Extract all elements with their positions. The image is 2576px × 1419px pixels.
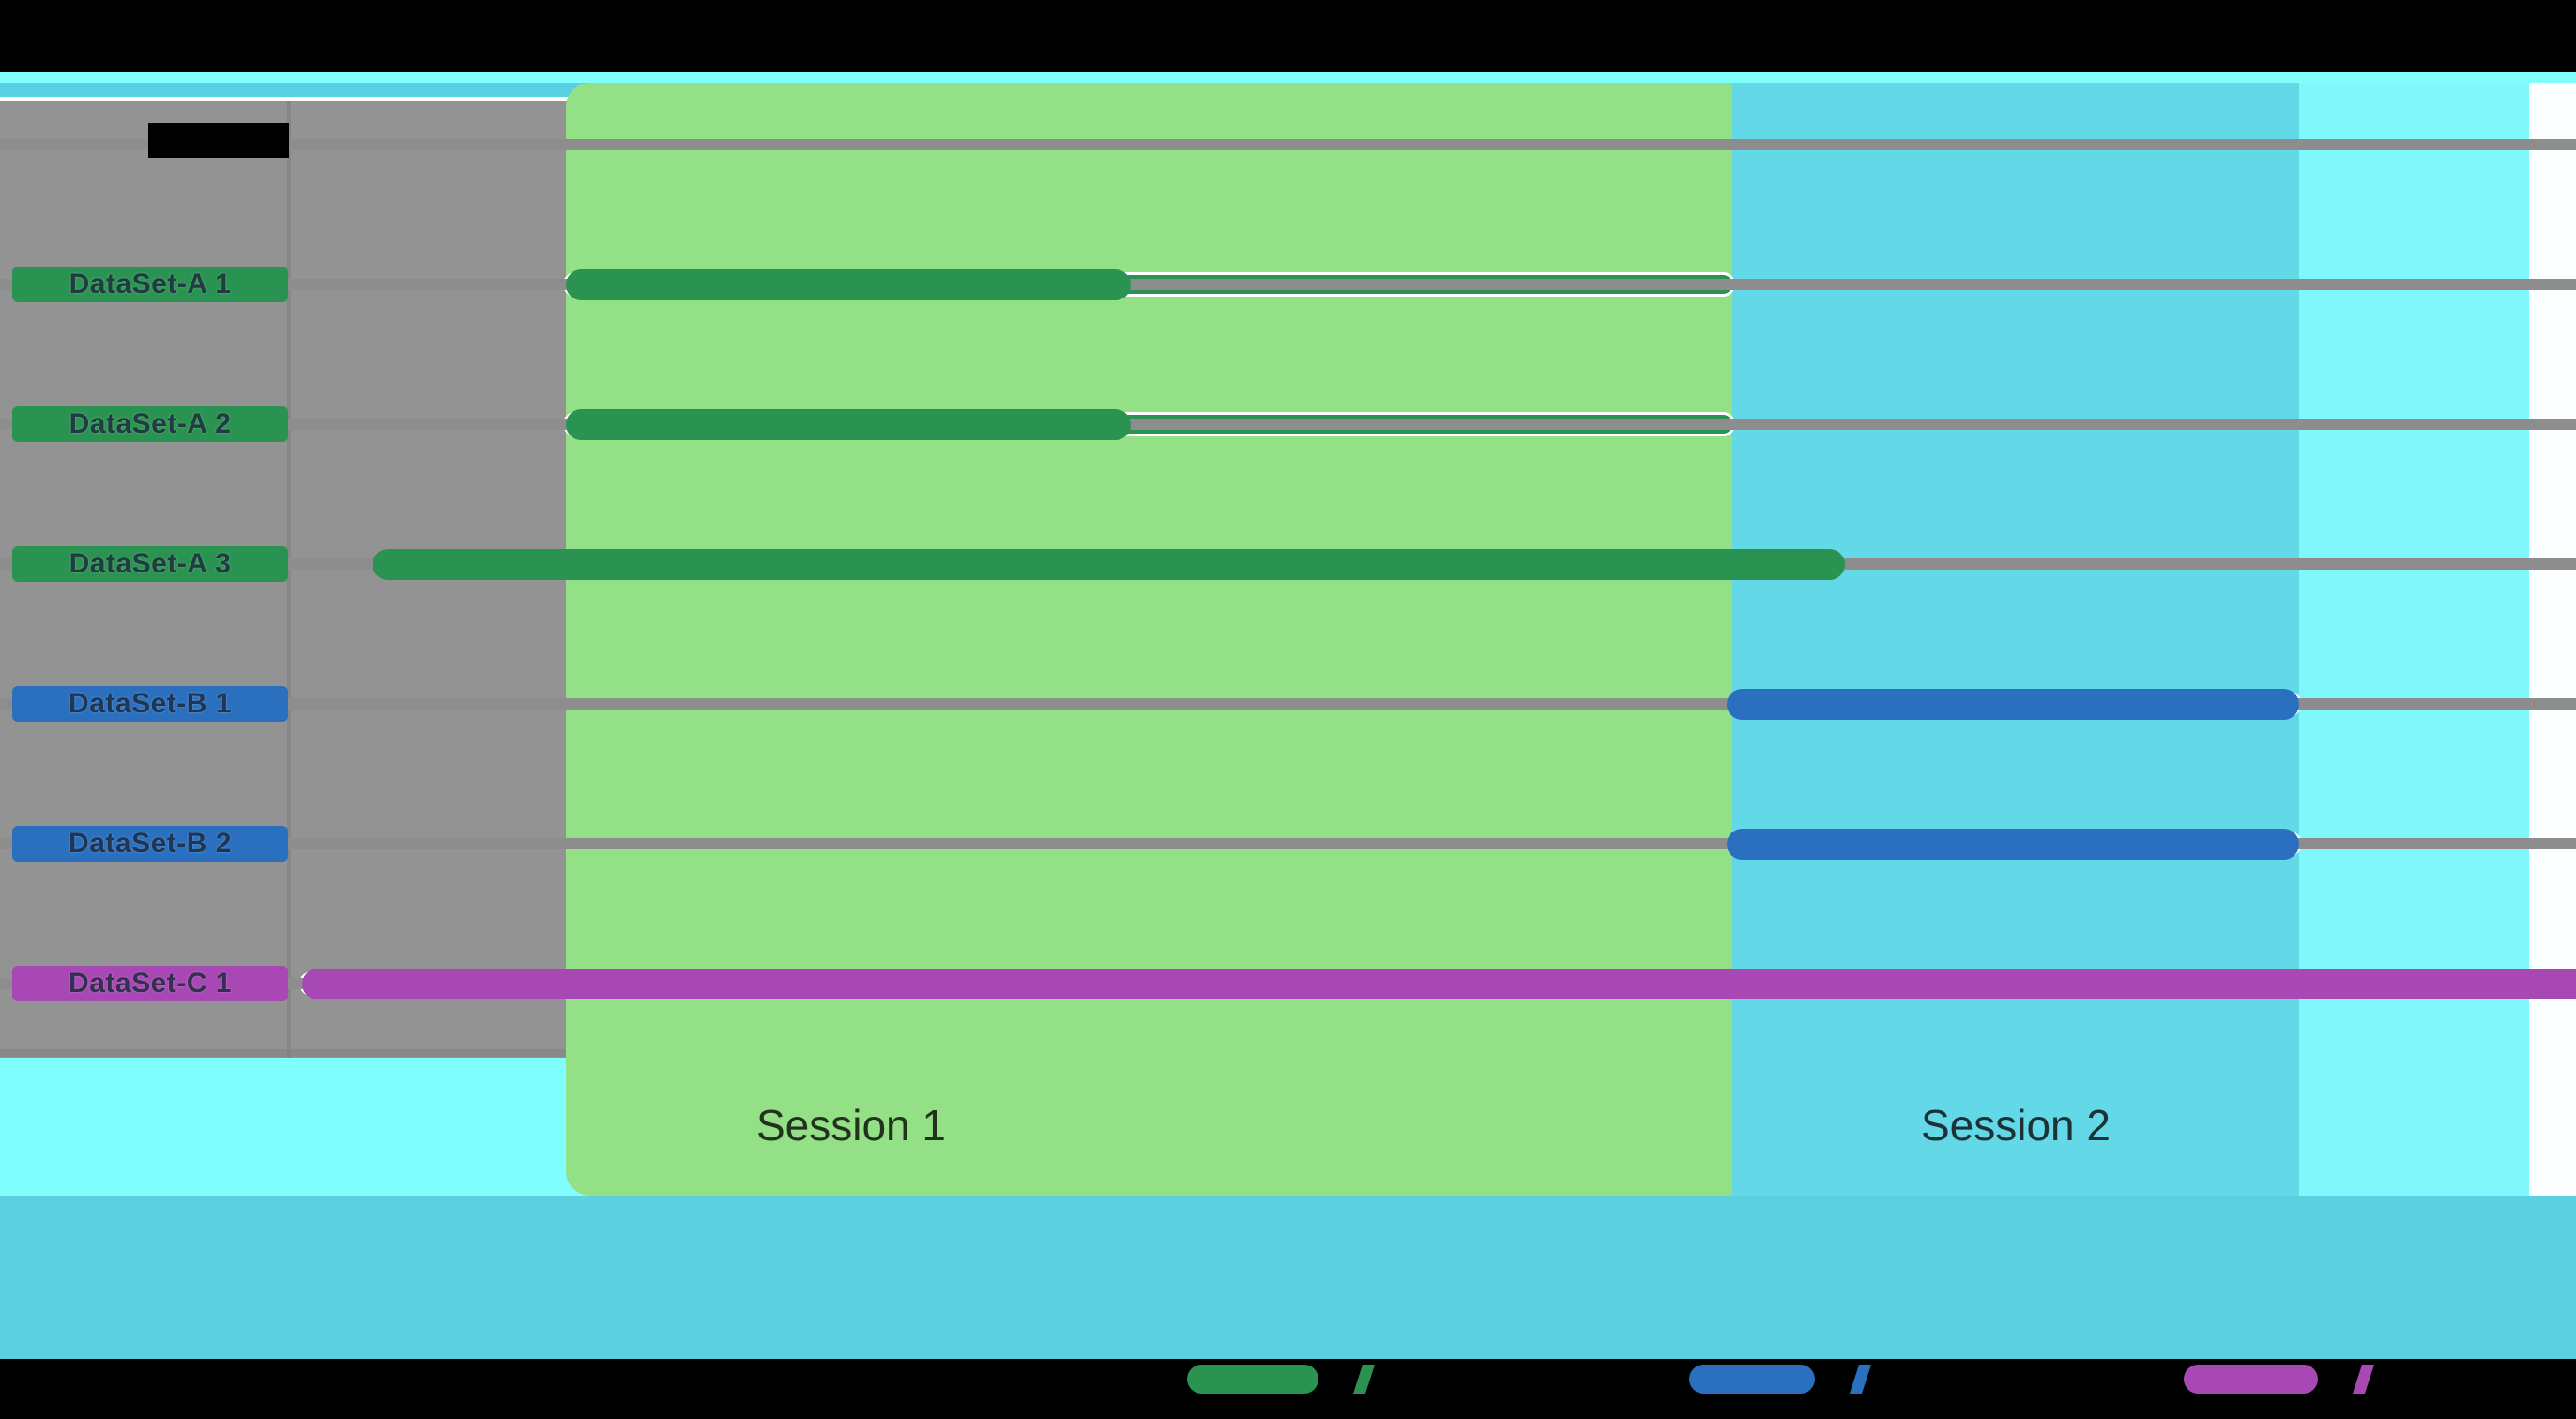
row-badge-label: DataSet-A 2 bbox=[69, 408, 232, 439]
plot-bottom-edge-line bbox=[0, 1049, 566, 1057]
row-badge: DataSet-A 3 bbox=[12, 546, 288, 582]
row-badge: DataSet-C 1 bbox=[12, 966, 288, 1001]
row-badge-label: DataSet-C 1 bbox=[69, 968, 232, 999]
session-1-label: Session 1 bbox=[755, 1101, 947, 1150]
row-badge: DataSet-B 2 bbox=[12, 826, 288, 862]
row-badge-label: DataSet-B 2 bbox=[69, 828, 232, 859]
session-band-4 bbox=[2529, 83, 2576, 1196]
y-axis-line bbox=[287, 101, 291, 1058]
task-bar[interactable] bbox=[1727, 689, 2299, 720]
legend-pill-purple[interactable] bbox=[2184, 1365, 2318, 1394]
row-gridline bbox=[0, 419, 2576, 430]
y-axis-title: Task bbox=[183, 122, 254, 158]
session-band-1 bbox=[566, 83, 1732, 1196]
row-badge-label: DataSet-A 1 bbox=[69, 268, 232, 299]
y-axis-title-box: Task bbox=[148, 122, 289, 158]
row-badge-label: DataSet-B 1 bbox=[69, 688, 232, 719]
session-band-2 bbox=[1732, 83, 2299, 1196]
task-bar[interactable] bbox=[373, 549, 1845, 580]
session-2-label: Session 2 bbox=[1920, 1101, 2111, 1150]
paper-light-strip-top bbox=[0, 72, 2576, 83]
row-gridline bbox=[0, 279, 2576, 290]
row-badge-label: DataSet-A 3 bbox=[69, 548, 232, 579]
top-black-bar bbox=[0, 0, 2576, 72]
task-bar[interactable] bbox=[566, 269, 1131, 300]
task-bar[interactable] bbox=[1727, 829, 2299, 860]
paper-medium-strip-bottom bbox=[0, 1196, 2576, 1359]
row-gridline bbox=[0, 139, 2576, 150]
row-badge: DataSet-A 2 bbox=[12, 406, 288, 442]
row-badge: DataSet-B 1 bbox=[12, 686, 288, 722]
session-band-3 bbox=[2299, 83, 2529, 1196]
legend-pill-blue[interactable] bbox=[1689, 1365, 1815, 1394]
row-badge: DataSet-A 1 bbox=[12, 267, 288, 302]
task-bar[interactable] bbox=[566, 409, 1131, 440]
task-bar[interactable] bbox=[302, 969, 2576, 999]
legend-pill-green[interactable] bbox=[1187, 1365, 1318, 1394]
